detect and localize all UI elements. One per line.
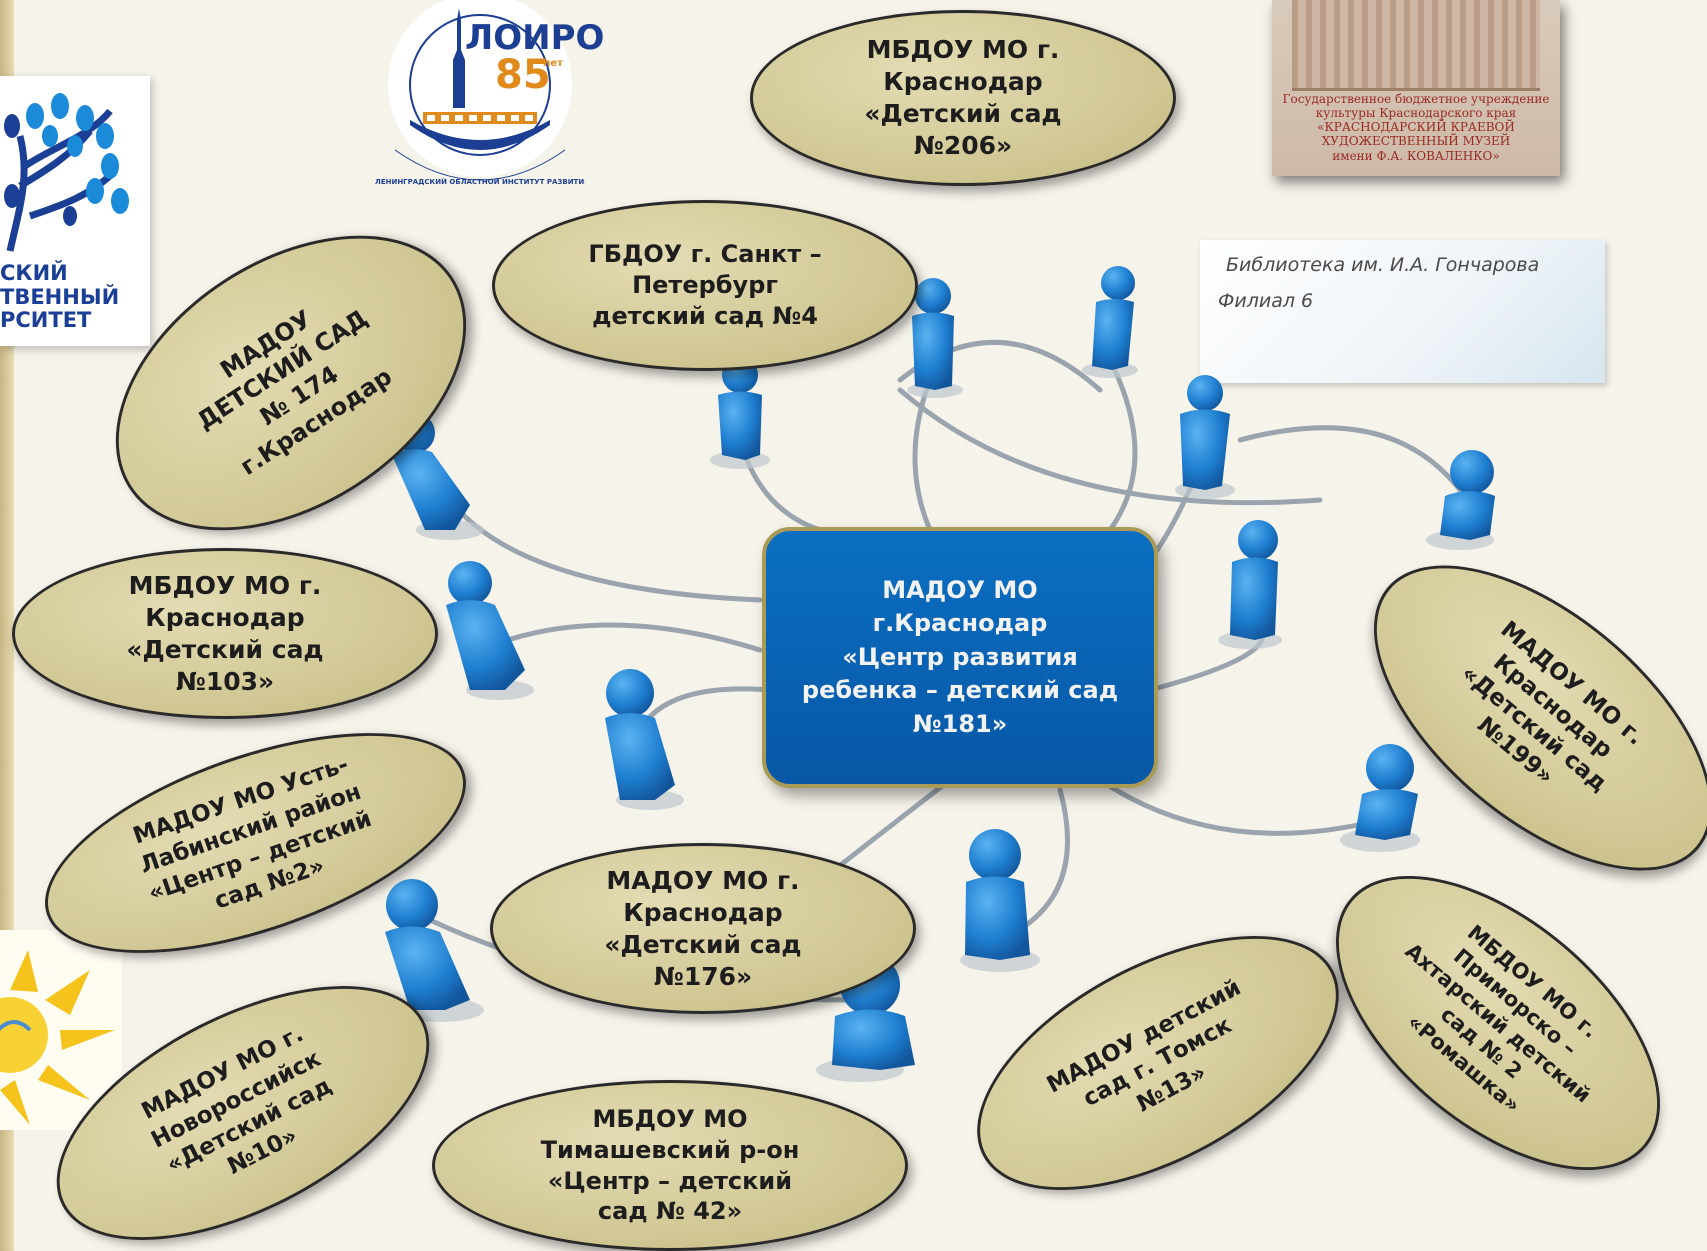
center-node-label: МАДОУ МО г.Краснодар «Центр развития реб… xyxy=(801,575,1119,738)
node-mbdou-timashevsk-42: МБДОУ МО Тимашевский р-он «Центр – детск… xyxy=(432,1080,908,1251)
node-label: МАДОУ МО г. Новороссийск «Детский сад №1… xyxy=(137,1021,337,1181)
loiro-name: ЛОИРО xyxy=(465,18,605,58)
university-logo: СКИЙ ТВЕННЫЙ РСИТЕТ xyxy=(0,76,150,346)
person-icon xyxy=(1355,744,1418,840)
person-icon xyxy=(446,561,525,690)
center-node: МАДОУ МО г.Краснодар «Центр развития реб… xyxy=(762,527,1158,788)
person-icon xyxy=(1440,450,1495,540)
tree-icon xyxy=(4,93,129,252)
node-mbdou-206: МБДОУ МО г. Краснодар «Детский сад №206» xyxy=(750,10,1176,186)
node-label: МАДОУ детский сад г. Томск №13» xyxy=(1042,974,1246,1118)
person-icon xyxy=(1092,266,1135,370)
connection-line xyxy=(477,622,763,653)
museum-plaque: Государственное бюджетное учреждение кул… xyxy=(1272,0,1560,176)
connection-line xyxy=(912,377,933,533)
person-icon xyxy=(912,278,954,390)
library-card: Библиотека им. И.А. Гончарова Филиал 6 xyxy=(1200,240,1605,383)
node-madou-176: МАДОУ МО г. Краснодар «Детский сад №176» xyxy=(490,843,916,1014)
connection-line xyxy=(1107,357,1138,533)
university-line-3: РСИТЕТ xyxy=(0,308,92,333)
node-label: МАДОУ МО г. Краснодар «Детский сад №176» xyxy=(604,865,802,991)
person-icon xyxy=(385,879,470,1010)
node-gbdou-spb-4: ГБДОУ г. Санкт – Петербург детский сад №… xyxy=(492,200,918,371)
node-mbdou-103: МБДОУ МО г. Краснодар «Детский сад №103» xyxy=(12,548,438,719)
connection-line xyxy=(447,497,763,603)
person-icon xyxy=(605,669,675,800)
person-icon xyxy=(718,357,762,460)
node-label: МБДОУ МО г. Краснодар «Детский сад №206» xyxy=(864,35,1062,160)
library-line-2: Филиал 6 xyxy=(1218,290,1314,312)
loiro-number: 85 xyxy=(495,52,551,98)
museum-building-icon xyxy=(1292,0,1540,91)
library-line-1: Библиотека им. И.А. Гончарова xyxy=(1226,254,1540,276)
sun-icon xyxy=(0,950,115,1125)
university-line-1: СКИЙ xyxy=(0,261,68,285)
loiro-years: лет xyxy=(543,58,563,69)
node-label: МБДОУ МО Тимашевский р-он «Центр – детск… xyxy=(540,1105,800,1226)
museum-text: Государственное бюджетное учреждение кул… xyxy=(1282,92,1550,163)
connection-line xyxy=(897,387,1323,506)
loiro-logo: ЛОИРО 85 лет ЛЕНИНГРАДСКИЙ ОБЛАСТНОЙ ИНС… xyxy=(365,0,604,190)
connection-line xyxy=(1097,777,1383,836)
connection-line xyxy=(1237,425,1463,493)
person-icon xyxy=(965,829,1030,960)
person-icon xyxy=(1180,375,1230,490)
person-icon xyxy=(1230,520,1278,640)
node-label: МАДОУ ДЕТСКИЙ САД № 174 г.Краснодар xyxy=(192,304,397,481)
node-label: ГБДОУ г. Санкт – Петербург детский сад №… xyxy=(588,240,822,330)
loiro-ring-text: ЛЕНИНГРАДСКИЙ ОБЛАСТНОЙ ИНСТИТУТ РАЗВИТИ… xyxy=(375,178,585,186)
node-label: МБДОУ МО г. Краснодар «Детский сад №103» xyxy=(126,570,324,696)
university-line-2: ТВЕННЫЙ xyxy=(0,284,120,309)
